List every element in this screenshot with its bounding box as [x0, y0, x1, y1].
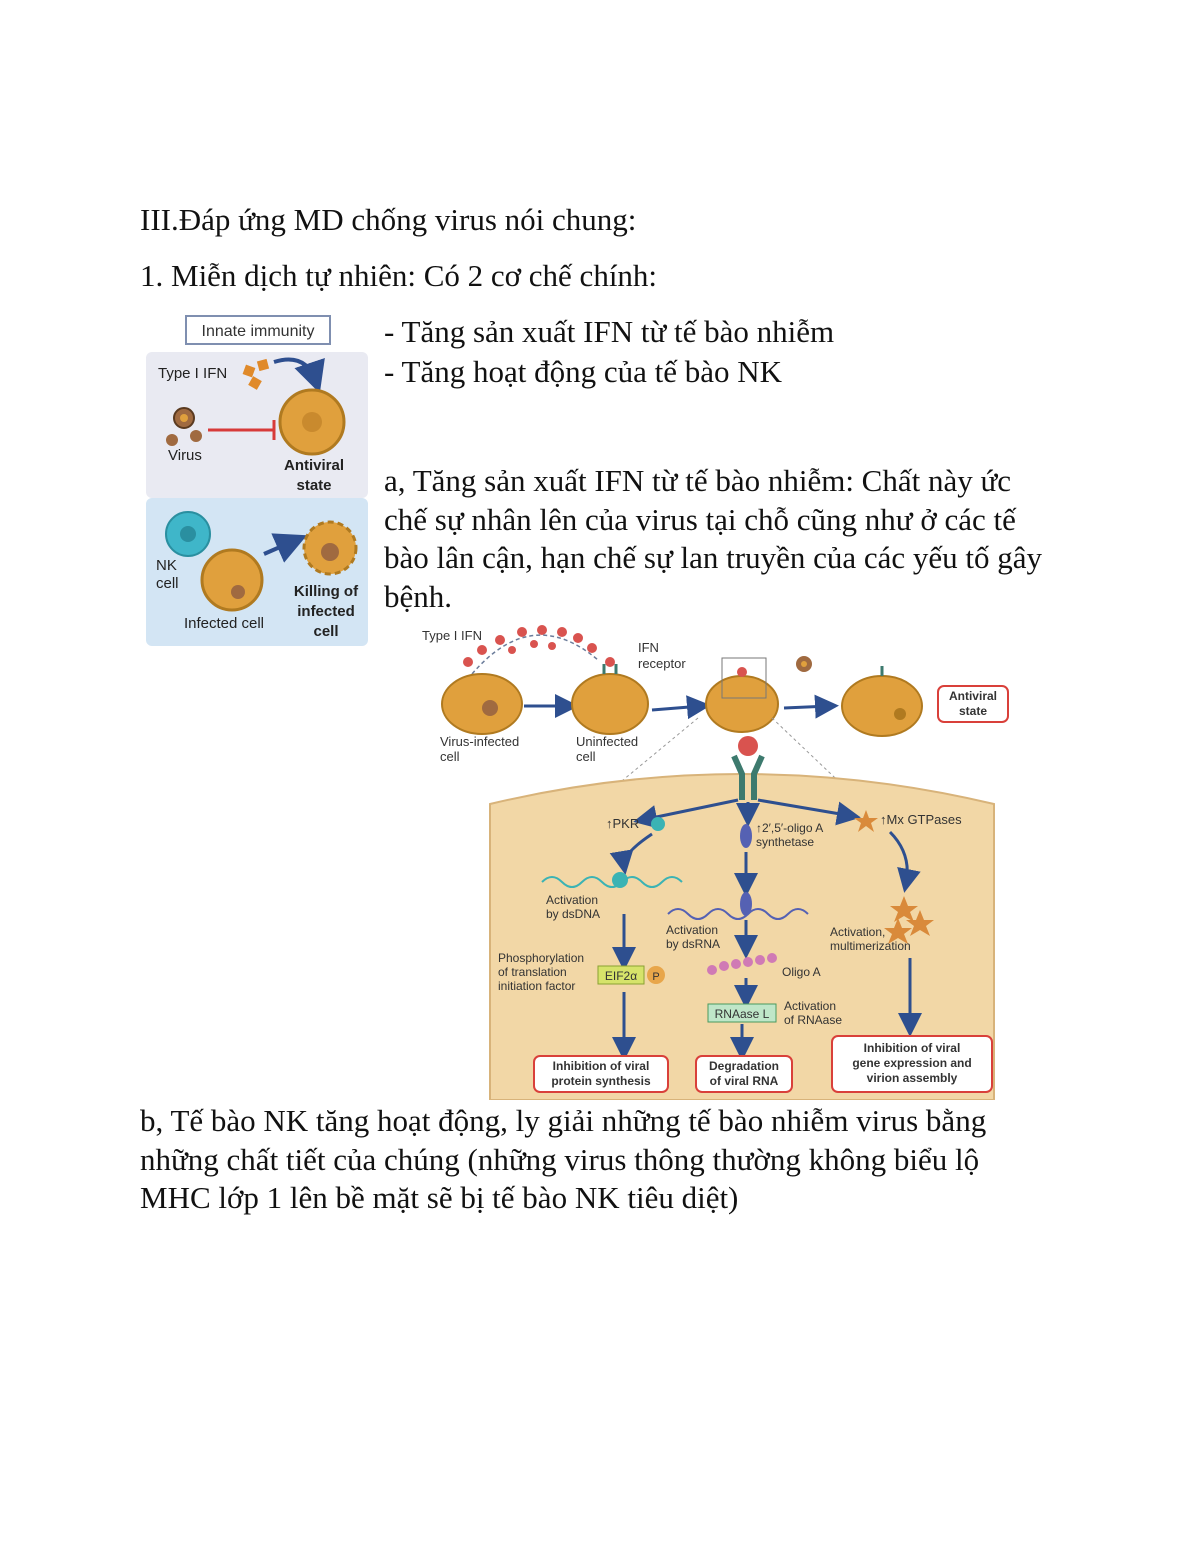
- ifn-receptor-label: receptor: [638, 656, 686, 671]
- section-1-title: 1. Miễn dịch tự nhiên: Có 2 cơ chế chính…: [140, 258, 658, 293]
- paragraph-a: a, Tăng sản xuất IFN từ tế bào nhiễm: Ch…: [384, 462, 1042, 616]
- result-protein-label: Inhibition of viral: [553, 1059, 650, 1073]
- antiviral-state-label: state: [959, 704, 987, 718]
- dsrna-icon: [667, 908, 809, 920]
- paragraph-b-line: những chất tiết của chúng (những virus t…: [140, 1141, 980, 1177]
- ifn-molecules: [463, 625, 597, 667]
- antiviral-state-label: Antiviral: [949, 689, 997, 703]
- paragraph-a-line: bệnh.: [384, 578, 453, 614]
- bullet-ifn: - Tăng sản xuất IFN từ tế bào nhiễm: [384, 314, 835, 349]
- activation-dsrna-label: by dsRNA: [666, 937, 720, 951]
- result-virion-label: gene expression and: [852, 1056, 971, 1070]
- type1-ifn-label: Type I IFN: [158, 365, 227, 382]
- virus-icon: [796, 656, 812, 672]
- pkr-label: ↑PKR: [606, 816, 639, 831]
- mx-label: ↑Mx GTPases: [880, 812, 962, 827]
- type1-ifn-label: Type I IFN: [422, 628, 482, 643]
- dsdna-icon: [541, 876, 683, 888]
- nk-cell-label: NK: [156, 557, 177, 574]
- ifn-molecules: [242, 358, 270, 390]
- oligo-synthetase-label: synthetase: [756, 835, 814, 849]
- phosphorylation-label: Phosphorylation: [498, 951, 584, 965]
- eif2a-box: [597, 965, 645, 985]
- figure1-title: Innate immunity: [202, 323, 315, 340]
- phosphorylation-label: initiation factor: [498, 979, 575, 993]
- phosphate-icon: [647, 966, 665, 984]
- result-protein-label: protein synthesis: [551, 1074, 651, 1088]
- oligo-a-label: Oligo A: [782, 965, 821, 979]
- result-rna-box: [695, 1055, 793, 1093]
- ifn-receptor-label: IFN: [638, 640, 659, 655]
- oligo-synthetase-icon: [740, 824, 752, 848]
- paragraph-b: b, Tế bào NK tăng hoạt động, ly giải nhữ…: [140, 1102, 986, 1218]
- paragraph-a-line: chế sự nhân lên của virus tại chỗ cũng n…: [384, 501, 1016, 537]
- uninfected-cell-icon: [571, 657, 649, 735]
- activation-multimerization-label: multimerization: [830, 939, 911, 953]
- phosphate-label: P: [652, 971, 659, 983]
- activation-dsrna-label: Activation: [666, 923, 718, 937]
- uninfected-cell-label: cell: [576, 749, 596, 764]
- killing-label: cell: [313, 623, 338, 640]
- nk-cell-icon: [165, 511, 211, 557]
- virus-infected-cell-icon: [441, 673, 523, 735]
- activation-dsdna-label: Activation: [546, 893, 598, 907]
- result-rna-label: Degradation: [709, 1059, 779, 1073]
- paragraph-b-line: b, Tế bào NK tăng hoạt động, ly giải nhữ…: [140, 1103, 987, 1138]
- section-heading: III.Đáp ứng MD chống virus nói chung:: [140, 202, 637, 237]
- killing-label: Killing of: [294, 583, 359, 600]
- paragraph-b-line: MHC lớp 1 lên bề mặt sẽ bị tế bào NK tiê…: [140, 1180, 739, 1215]
- infected-cell-label: Infected cell: [184, 615, 264, 632]
- result-virion-box: [831, 1035, 993, 1093]
- phosphorylation-label: of translation: [498, 965, 567, 979]
- antiviral-state-box: [937, 685, 1009, 723]
- antiviral-cell-icon: [278, 388, 346, 456]
- infected-cell-icon: [200, 548, 264, 612]
- innate-immunity-figure: Innate immunity Type I IFN Virus Antivir…: [146, 315, 368, 646]
- paragraph-a-line: a, Tăng sản xuất IFN từ tế bào nhiễm: Ch…: [384, 463, 1012, 498]
- virus-infected-cell-label: Virus-infected: [440, 734, 519, 749]
- virus-icon: [166, 407, 202, 446]
- uninfected-cell-label: Uninfected: [576, 734, 638, 749]
- virus-infected-cell-label: cell: [440, 749, 460, 764]
- antiviral-cell-icon: [841, 666, 923, 737]
- mx-multimer-icon: [884, 896, 934, 944]
- pkr-icon: [651, 817, 665, 831]
- paragraph-a-line: bào lân cận, hạn chế sự lan truyền của c…: [384, 540, 1043, 575]
- killing-label: infected: [297, 603, 355, 620]
- killed-cell-icon: [302, 520, 358, 576]
- activation-dsdna-label: by dsDNA: [546, 907, 600, 921]
- activation-multimerization-label: Activation,: [830, 925, 885, 939]
- ifn-pathway-figure: Type I IFN IFN receptor Virus-infected c…: [412, 614, 1016, 1100]
- receptor-icon: [731, 736, 765, 800]
- oligo-synthetase-label: ↑2′,5′-oligo A: [756, 821, 823, 835]
- activation-rnase-label: of RNAase: [784, 1013, 842, 1027]
- eif2a-label: EIF2α: [605, 969, 637, 983]
- nk-cell-label: cell: [156, 575, 179, 592]
- oligo-a-icon: [707, 953, 777, 975]
- antiviral-state-label: Antiviral: [284, 457, 344, 474]
- result-protein-box: [533, 1055, 669, 1093]
- rnase-l-box: [707, 1003, 777, 1023]
- bullet-nk: - Tăng hoạt động của tế bào NK: [384, 354, 783, 389]
- rnase-l-label: RNAase L: [715, 1007, 770, 1021]
- result-virion-label: Inhibition of viral: [864, 1041, 961, 1055]
- result-virion-label: virion assembly: [867, 1071, 958, 1085]
- result-rna-label: of viral RNA: [710, 1074, 779, 1088]
- antiviral-state-label: state: [296, 477, 331, 494]
- mx-icon: [854, 810, 878, 832]
- responding-cell-icon: [705, 657, 779, 733]
- activation-rnase-label: Activation: [784, 999, 836, 1013]
- virus-label: Virus: [168, 447, 202, 464]
